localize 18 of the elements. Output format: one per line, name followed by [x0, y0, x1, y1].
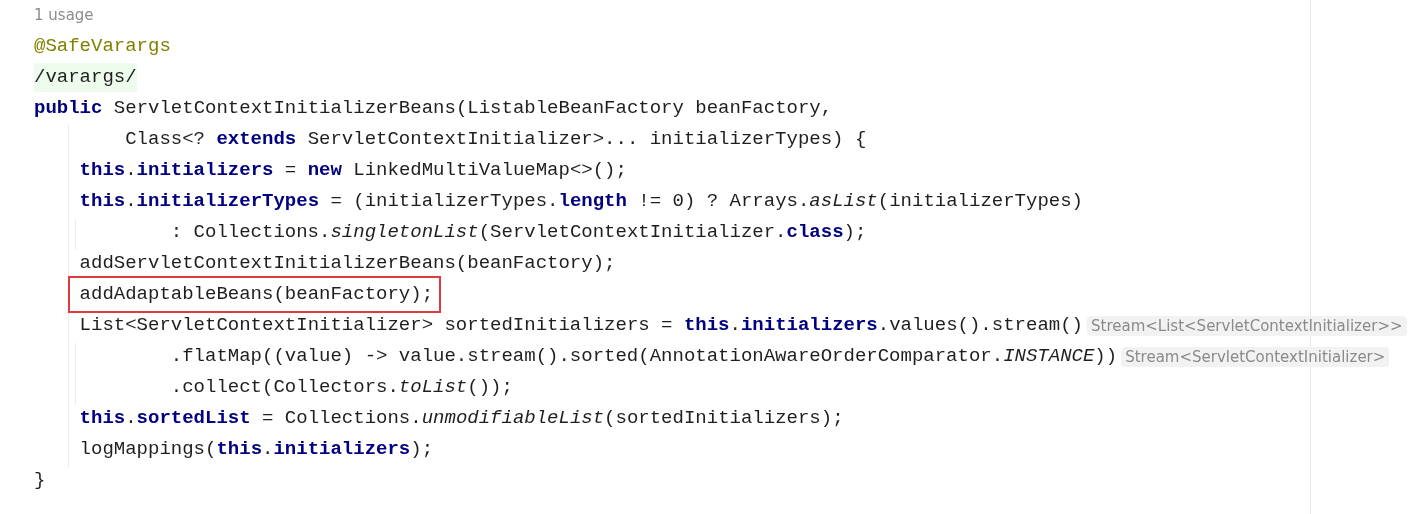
code-line: this.initializers = new LinkedMultiValueMap<>();: [79, 158, 627, 184]
type-hint: Stream<List<ServletContextInitializer>>: [1087, 315, 1407, 336]
code-line: : Collections.singletonList(ServletContextInitializer.class);: [170, 220, 867, 246]
code-line: logMappings(this.initializers);: [79, 437, 434, 463]
annotation-text: @SafeVarargs: [34, 34, 171, 60]
type-hint: Stream<ServletContextInitializer>: [1121, 346, 1390, 367]
code-line: public ServletContextInitializerBeans(ListableBeanFactory beanFactory,: [34, 96, 833, 122]
highlighted-code-text: /varargs/: [34, 63, 137, 92]
code-line: Class<? extends ServletContextInitializer>... initializerTypes) {: [125, 127, 867, 153]
code-line: }: [34, 468, 46, 494]
usage-hint: 1 usage: [34, 5, 94, 27]
highlight-box: addAdaptableBeans(beanFactory);: [67, 276, 442, 313]
code-line: .flatMap((value) -> value.stream().sorted(AnnotationAwareOrderComparator.INSTANCE)): [170, 344, 1118, 370]
code-line: .collect(Collectors.toList());: [170, 375, 513, 401]
code-line: addServletContextInitializerBeans(beanFactory);: [79, 251, 616, 277]
code-line: this.initializerTypes = (initializerTypes.length != 0) ? Arrays.asList(initializerTypes): [79, 189, 1083, 215]
code-line: this.sortedList = Collections.unmodifiableList(sortedInitializers);: [79, 406, 844, 432]
code-line: List<ServletContextInitializer> sortedInitializers = this.initializers.values().stream(): [79, 313, 1083, 339]
